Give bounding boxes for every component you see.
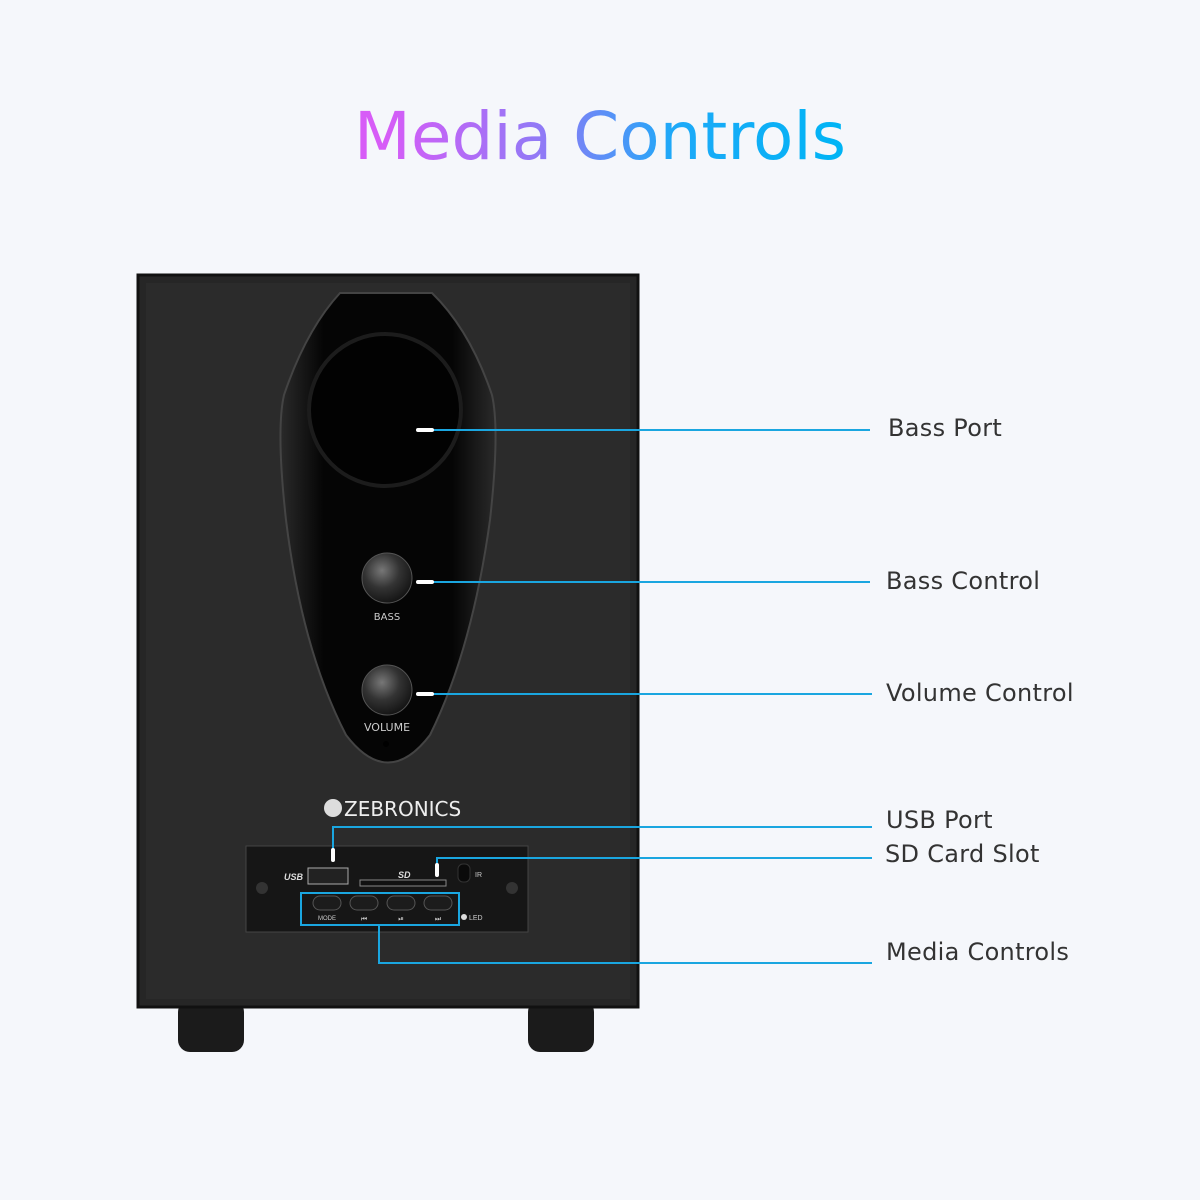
- play-pause-icon: ⏯: [398, 916, 404, 923]
- callout-line-usb-port: [332, 826, 872, 850]
- ir-sensor: [457, 863, 471, 883]
- sd-card-slot[interactable]: [359, 879, 447, 887]
- previous-icon: ⏮: [361, 916, 367, 923]
- play-pause-button[interactable]: [386, 895, 416, 911]
- page-title: Media Controls: [0, 98, 1200, 175]
- callout-usb-port: USB Port: [886, 806, 993, 834]
- callout-lines: [300, 429, 872, 964]
- led-label: LED: [469, 915, 483, 922]
- callout-line-sd-card-slot: [436, 857, 872, 865]
- brand-logo-icon: [324, 799, 342, 817]
- bass-knob-label: BASS: [374, 612, 400, 623]
- mode-button[interactable]: [312, 895, 342, 911]
- next-button[interactable]: [423, 895, 453, 911]
- callout-media-controls: Media Controls: [886, 938, 1070, 966]
- callout-bass-control: Bass Control: [886, 567, 1041, 595]
- volume-knob-label: VOLUME: [364, 721, 410, 734]
- sd-label: SD: [398, 870, 411, 880]
- brand-logo: ZEBRONICS: [344, 797, 461, 821]
- media-buttons: MODE ⏮ ⏯ ⏭ LED: [312, 895, 483, 923]
- speaker-foot-right: [528, 1000, 594, 1052]
- media-panel: [245, 845, 529, 933]
- usb-port[interactable]: [307, 867, 349, 885]
- callout-volume-control: Volume Control: [886, 679, 1074, 707]
- bass-knob[interactable]: [361, 552, 413, 604]
- ir-label: IR: [475, 872, 482, 879]
- next-icon: ⏭: [435, 916, 442, 923]
- callout-markers: [331, 428, 439, 877]
- speaker-foot-left: [178, 1000, 244, 1052]
- previous-button[interactable]: [349, 895, 379, 911]
- bass-port: [307, 332, 463, 488]
- usb-label: USB: [284, 872, 304, 882]
- mode-label: MODE: [318, 916, 336, 922]
- callout-bass-port: Bass Port: [888, 414, 1003, 442]
- callout-sd-card-slot: SD Card Slot: [885, 840, 1040, 868]
- callout-line-media-controls: [378, 925, 872, 964]
- volume-knob[interactable]: [361, 664, 413, 716]
